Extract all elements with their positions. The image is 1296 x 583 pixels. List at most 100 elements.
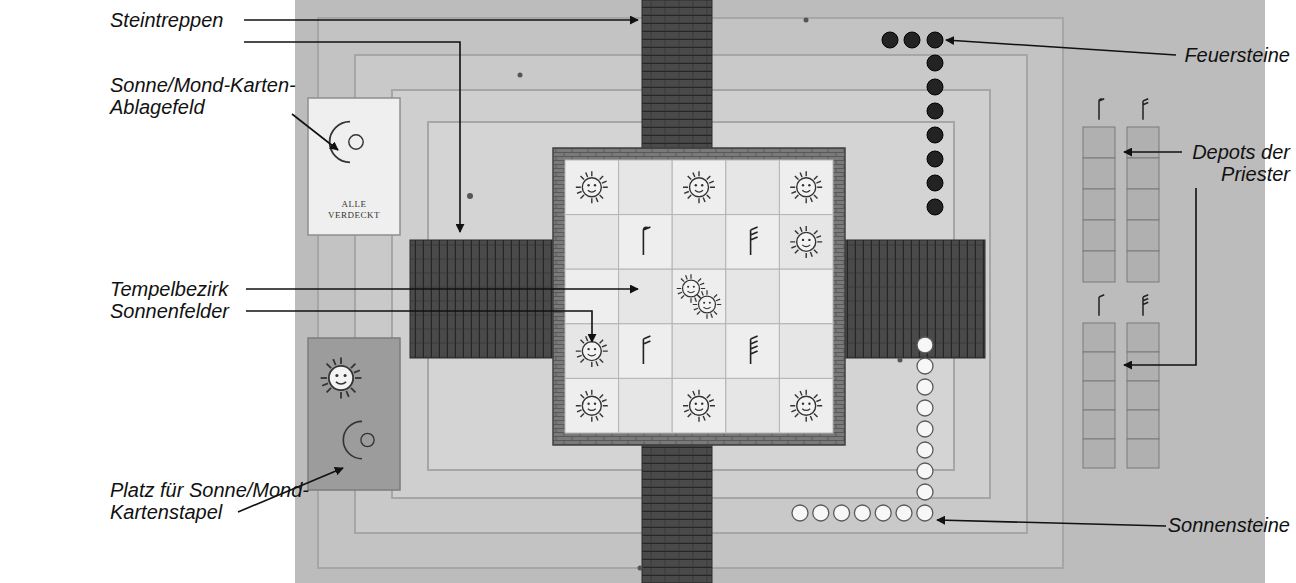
callout-label: Depots der Priester — [1165, 141, 1290, 185]
leader-line — [292, 114, 338, 150]
sun-stone — [917, 442, 933, 458]
double-sun-field — [693, 290, 721, 318]
priest-symbol — [1099, 99, 1104, 120]
sun-stone — [917, 484, 933, 500]
stone-stairs — [843, 240, 985, 358]
board-dot — [518, 73, 523, 78]
board-dot — [898, 358, 903, 363]
depot-slot — [1083, 189, 1115, 220]
depot-slot — [1083, 323, 1115, 352]
depot-slot — [1083, 127, 1115, 158]
sun-stone — [917, 358, 933, 374]
leader-line — [937, 520, 1166, 526]
depot-slot — [1127, 158, 1159, 189]
sun-stone — [917, 505, 933, 521]
fire-stone — [882, 32, 898, 48]
sun-stone — [875, 505, 891, 521]
depot-slot — [1127, 189, 1159, 220]
sun-field — [790, 171, 822, 203]
callout-label: Sonne/Mond-Karten- Ablagefeld — [110, 74, 350, 118]
fire-stone — [927, 127, 943, 143]
depot-slot — [1127, 381, 1159, 410]
sun-stone — [917, 379, 933, 395]
temple-cell — [779, 269, 833, 324]
sun-symbol — [321, 358, 362, 399]
temple-cell — [779, 324, 833, 379]
callout-label: Platz für Sonne/Mond- Kartenstapel — [110, 479, 360, 523]
sun-field — [576, 171, 608, 203]
board — [295, 0, 1265, 583]
terrace — [392, 90, 990, 498]
depot-slot — [1083, 352, 1115, 381]
fire-stone — [927, 175, 943, 191]
priest-symbol — [1099, 295, 1104, 316]
temple-wall — [553, 148, 845, 445]
temple-cell — [779, 160, 833, 215]
depot-slot — [1127, 323, 1159, 352]
leader-line — [1124, 151, 1182, 153]
temple-cell — [565, 378, 619, 433]
leader-line — [246, 311, 592, 342]
card-stack-field — [308, 338, 400, 490]
depot-slot — [1127, 251, 1159, 282]
temple-cell — [726, 269, 780, 324]
stone-stairs — [410, 240, 555, 358]
priest-symbol — [643, 227, 650, 255]
depot-slot — [1083, 251, 1115, 282]
temple-cell — [779, 215, 833, 270]
leader-line — [946, 40, 1176, 55]
board-dot — [638, 566, 643, 571]
callout-label: Feuersteine — [1150, 44, 1290, 66]
leader-line — [244, 19, 638, 21]
depot-slot — [1083, 158, 1115, 189]
temple-cell — [672, 324, 726, 379]
leader-line — [1124, 188, 1196, 365]
leader-line — [244, 42, 460, 232]
sun-field — [790, 226, 822, 258]
depot-slot — [1127, 127, 1159, 158]
sun-stone — [813, 505, 829, 521]
priest-symbol — [1143, 99, 1148, 120]
moon-symbol — [330, 122, 364, 163]
sun-stone — [792, 505, 808, 521]
leader-line — [246, 288, 638, 290]
board-dot — [804, 18, 809, 23]
fire-stone — [904, 32, 920, 48]
fire-stone — [927, 79, 943, 95]
temple-cell — [619, 378, 673, 433]
temple-cell — [726, 324, 780, 379]
depot-slot — [1127, 410, 1159, 439]
card-box: ALLE VERDECKT — [308, 98, 400, 235]
sun-stone — [917, 337, 933, 353]
callout-label: Sonnensteine — [1150, 514, 1290, 536]
depot-slot — [1127, 439, 1159, 468]
temple-cell — [565, 160, 619, 215]
priest-depots — [1083, 99, 1159, 468]
depot-slot — [1083, 381, 1115, 410]
priest-symbol — [643, 336, 650, 364]
sun-stone — [896, 505, 912, 521]
sun-field — [790, 390, 822, 422]
fire-stone — [927, 55, 943, 71]
board-dot — [467, 193, 473, 199]
temple-cell — [672, 378, 726, 433]
fire-stone — [927, 103, 943, 119]
sun-stone — [917, 400, 933, 416]
priest-symbol — [751, 227, 758, 255]
priest-symbol — [751, 336, 758, 364]
temple-cell — [672, 160, 726, 215]
callout-label: Steintreppen — [110, 9, 223, 31]
depot-slot — [1083, 439, 1115, 468]
temple-cell — [726, 378, 780, 433]
moon-symbol — [343, 421, 374, 458]
callout-label: Sonnenfelder — [110, 300, 229, 322]
callout-label: Tempelbezirk — [110, 278, 228, 300]
sun-field — [683, 171, 715, 203]
depot-slot — [1127, 220, 1159, 251]
sun-field — [576, 390, 608, 422]
fire-stone — [927, 151, 943, 167]
stone-stairs — [642, 0, 712, 150]
card-discard-field — [308, 98, 400, 235]
temple-cell — [672, 269, 726, 324]
temple-cell — [726, 160, 780, 215]
